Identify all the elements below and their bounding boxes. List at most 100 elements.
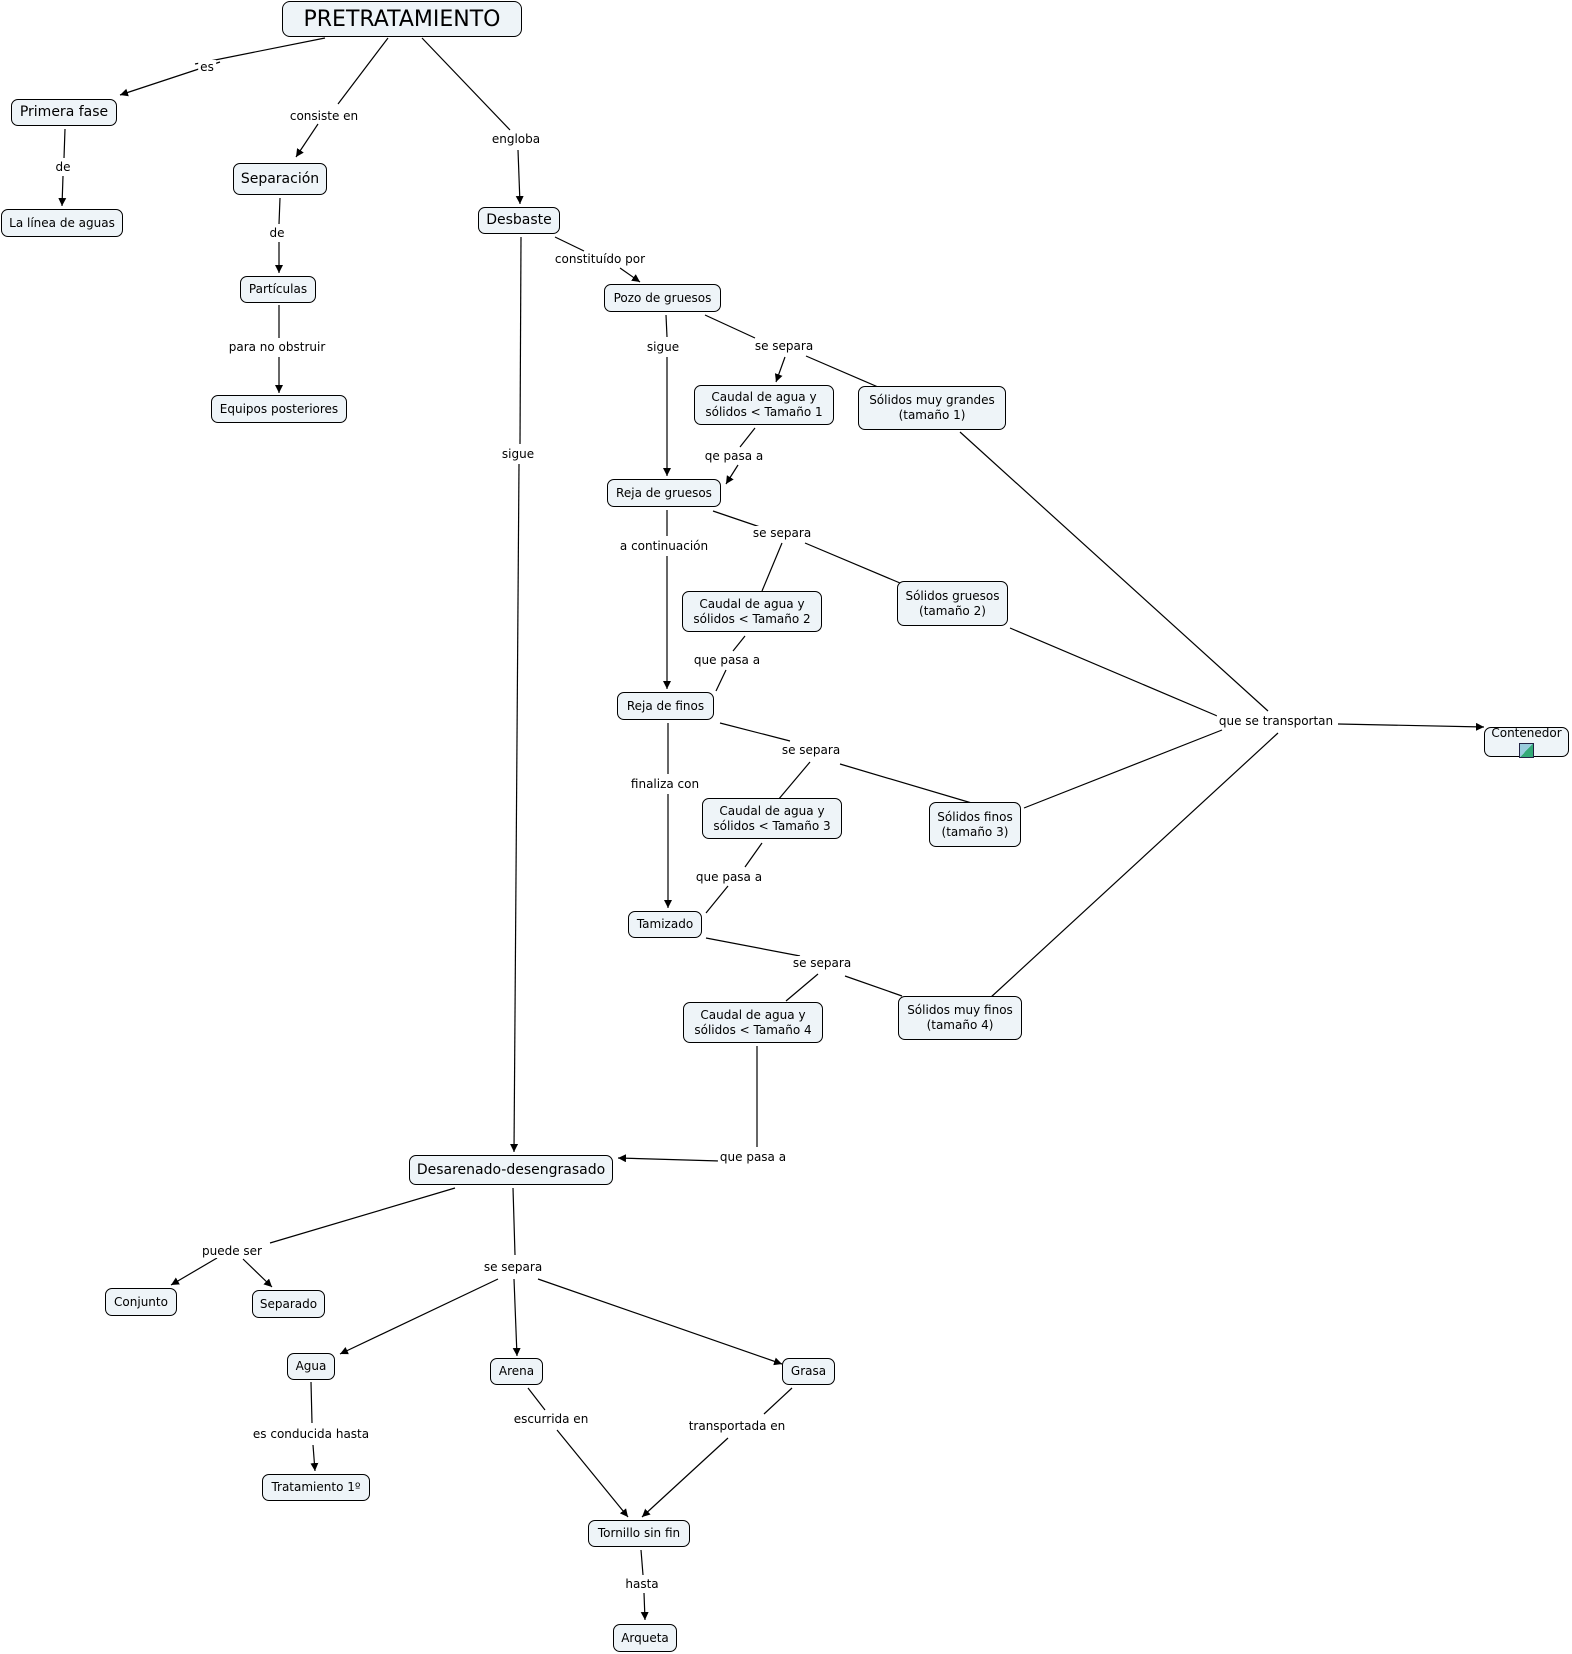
connector-arrow <box>58 175 67 207</box>
node-solidos-3[interactable]: Sólidos finos (tamaño 3) <box>929 802 1021 847</box>
connector-line <box>63 128 66 159</box>
node-linea-aguas[interactable]: La línea de aguas <box>1 209 123 237</box>
connector-arrow <box>515 149 524 205</box>
node-tamizado[interactable]: Tamizado <box>628 911 702 938</box>
connector-line <box>337 37 389 105</box>
node-reja-finos[interactable]: Reja de finos <box>617 692 714 720</box>
node-reja-gruesos[interactable]: Reja de gruesos <box>607 479 721 507</box>
image-icon[interactable] <box>1518 743 1534 758</box>
node-arena[interactable]: Arena <box>490 1358 543 1385</box>
node-tornillo[interactable]: Tornillo sin fin <box>588 1520 690 1547</box>
node-equipos-posteriores[interactable]: Equipos posteriores <box>211 395 347 423</box>
node-caudal-3[interactable]: Caudal de agua y sólidos < Tamaño 3 <box>702 798 842 839</box>
node-pretratamiento[interactable]: PRETRATAMIENTO <box>282 1 522 37</box>
connector-line <box>844 975 903 997</box>
link-label-que-pasa-a-2: que pasa a <box>691 653 763 667</box>
node-separacion[interactable]: Separación <box>233 163 327 195</box>
connector-arrow <box>295 123 319 158</box>
link-label-a-continuacion: a continuación <box>617 539 711 553</box>
link-label-de-2: de <box>267 226 287 240</box>
link-label-hasta: hasta <box>623 1577 661 1591</box>
link-label-que-pasa-a-4: que pasa a <box>717 1150 789 1164</box>
node-solidos-2[interactable]: Sólidos gruesos (tamaño 2) <box>897 581 1008 626</box>
connector-line <box>519 236 522 445</box>
connector-line <box>421 37 511 131</box>
link-label-se-separa-1: se separa <box>752 339 816 353</box>
connector-line <box>640 1549 644 1576</box>
connector-line <box>959 431 1269 712</box>
link-label-sigue-2: sigue <box>499 447 537 461</box>
link-label-se-separa-3: se separa <box>779 743 843 757</box>
node-pozo-gruesos[interactable]: Pozo de gruesos <box>604 284 721 312</box>
node-solidos-1[interactable]: Sólidos muy grandes (tamaño 1) <box>858 386 1006 430</box>
node-desarenado[interactable]: Desarenado-desengrasado <box>409 1155 613 1185</box>
link-label-transportada-en: transportada en <box>686 1419 788 1433</box>
connector-line <box>761 542 783 592</box>
connector-arrow <box>556 1429 629 1518</box>
node-desbaste[interactable]: Desbaste <box>478 207 560 234</box>
link-label-se-separa-5: se separa <box>481 1260 545 1274</box>
node-contenedor[interactable]: Contenedor <box>1484 726 1569 758</box>
connector-line <box>712 510 761 528</box>
connector-line <box>704 314 756 339</box>
connector-line <box>763 1387 793 1415</box>
node-agua[interactable]: Agua <box>287 1353 335 1380</box>
link-label-que-se-transportan: que se transportan <box>1216 714 1336 728</box>
node-arqueta[interactable]: Arqueta <box>613 1624 677 1652</box>
connector-line <box>665 314 668 338</box>
connector-line <box>554 236 585 252</box>
link-label-escurrida-en: escurrida en <box>511 1412 591 1426</box>
connector-line <box>732 635 746 652</box>
connector-arrow <box>310 1444 319 1472</box>
link-label-qe-pasa-a: qe pasa a <box>702 449 766 463</box>
connector-line <box>527 1387 546 1411</box>
connector-line <box>719 722 791 742</box>
link-label-es-conducida-hasta: es conducida hasta <box>250 1427 372 1441</box>
connector-arrow <box>537 1278 783 1366</box>
connector-arrow <box>617 1154 721 1163</box>
node-particulas[interactable]: Partículas <box>240 276 316 303</box>
connector-arrow <box>512 1278 521 1357</box>
connector-line <box>1023 729 1223 809</box>
connector-line <box>278 197 281 225</box>
node-conjunto[interactable]: Conjunto <box>105 1288 177 1316</box>
link-label-engloba: engloba <box>489 132 543 146</box>
node-grasa[interactable]: Grasa <box>782 1358 835 1385</box>
connector-arrow <box>1337 722 1485 731</box>
node-solidos-4[interactable]: Sólidos muy finos (tamaño 4) <box>898 996 1022 1040</box>
link-label-consiste-en: consiste en <box>287 109 361 123</box>
connector-arrow <box>619 267 641 283</box>
connector-line <box>805 355 879 388</box>
connector-arrow <box>339 1278 499 1355</box>
connector-line <box>310 1381 313 1424</box>
connector-line <box>194 37 326 65</box>
node-primera-fase[interactable]: Primera fase <box>11 99 117 126</box>
connector-arrow <box>242 1258 273 1288</box>
connector-arrow <box>640 1592 649 1621</box>
connector-line <box>512 1187 516 1256</box>
contenedor-label: Contenedor <box>1491 726 1562 740</box>
node-caudal-1[interactable]: Caudal de agua y sólidos < Tamaño 1 <box>694 385 834 425</box>
node-caudal-2[interactable]: Caudal de agua y sólidos < Tamaño 2 <box>682 591 822 632</box>
connector-line <box>804 542 901 584</box>
connector-line <box>269 1187 456 1244</box>
link-label-puede-ser: puede ser <box>200 1244 264 1258</box>
connector-line <box>785 973 819 1002</box>
link-label-constituido-por: constituído por <box>552 252 648 266</box>
connector-line <box>777 761 811 801</box>
link-label-para-no-obstruir: para no obstruir <box>226 340 328 354</box>
connector-line <box>839 763 976 805</box>
node-tratamiento[interactable]: Tratamiento 1º <box>262 1474 370 1501</box>
connector-line <box>705 937 801 957</box>
connector-line <box>715 669 727 692</box>
link-label-se-separa-2: se separa <box>750 526 814 540</box>
link-label-finaliza-con: finaliza con <box>628 777 702 791</box>
connector-line <box>1009 627 1223 719</box>
connector-line <box>989 732 1279 999</box>
link-label-de-1: de <box>53 160 73 174</box>
link-label-se-separa-4: se separa <box>790 956 854 970</box>
connector-line <box>705 885 729 914</box>
node-caudal-4[interactable]: Caudal de agua y sólidos < Tamaño 4 <box>683 1002 823 1043</box>
node-separado[interactable]: Separado <box>252 1290 325 1318</box>
